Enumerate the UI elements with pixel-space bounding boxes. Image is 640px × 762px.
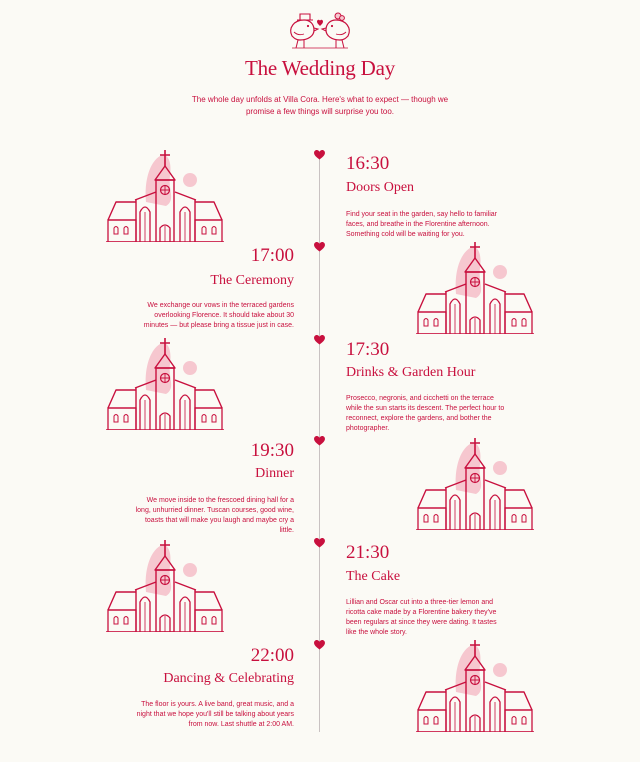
church-icon	[106, 338, 224, 430]
church-icon	[416, 640, 534, 732]
church-icon	[416, 438, 534, 530]
event-title: The Ceremony	[210, 273, 294, 288]
event-description: Find your seat in the garden, say hello …	[346, 211, 497, 238]
page-title: The Wedding Day	[244, 56, 396, 80]
church-icon	[416, 242, 534, 334]
event-title: The Cake	[346, 569, 401, 584]
event-time: 21:30	[346, 542, 390, 563]
event-description: The floor is yours. A live band, great m…	[136, 701, 294, 728]
event-time: 19:30	[250, 440, 294, 461]
event-time: 17:00	[250, 245, 294, 266]
event-description: Prosecco, negronis, and cicchetti on the…	[346, 395, 505, 432]
church-icon	[106, 540, 224, 632]
event-time: 22:00	[250, 645, 294, 666]
event-title: Drinks & Garden Hour	[346, 365, 476, 380]
heart-icon	[314, 436, 325, 446]
event-time: 17:30	[346, 339, 390, 360]
heart-icon	[314, 335, 325, 345]
heart-icon	[314, 640, 325, 650]
event-time: 16:30	[346, 153, 390, 174]
event-description: We move inside to the frescoed dining ha…	[135, 497, 294, 534]
church-icon	[106, 150, 224, 242]
lovebirds-icon	[290, 12, 350, 49]
heart-icon	[314, 150, 325, 160]
page-subtitle: The whole day unfolds at Villa Cora. Her…	[191, 95, 449, 116]
event-title: Dancing & Celebrating	[163, 671, 294, 686]
event-title: Dinner	[255, 466, 294, 481]
event-description: We exchange our vows in the terraced gar…	[143, 302, 294, 329]
event-description: Lillian and Oscar cut into a three-tier …	[346, 599, 497, 636]
heart-icon	[314, 242, 325, 252]
heart-icon	[314, 538, 325, 548]
event-title: Doors Open	[346, 180, 415, 195]
